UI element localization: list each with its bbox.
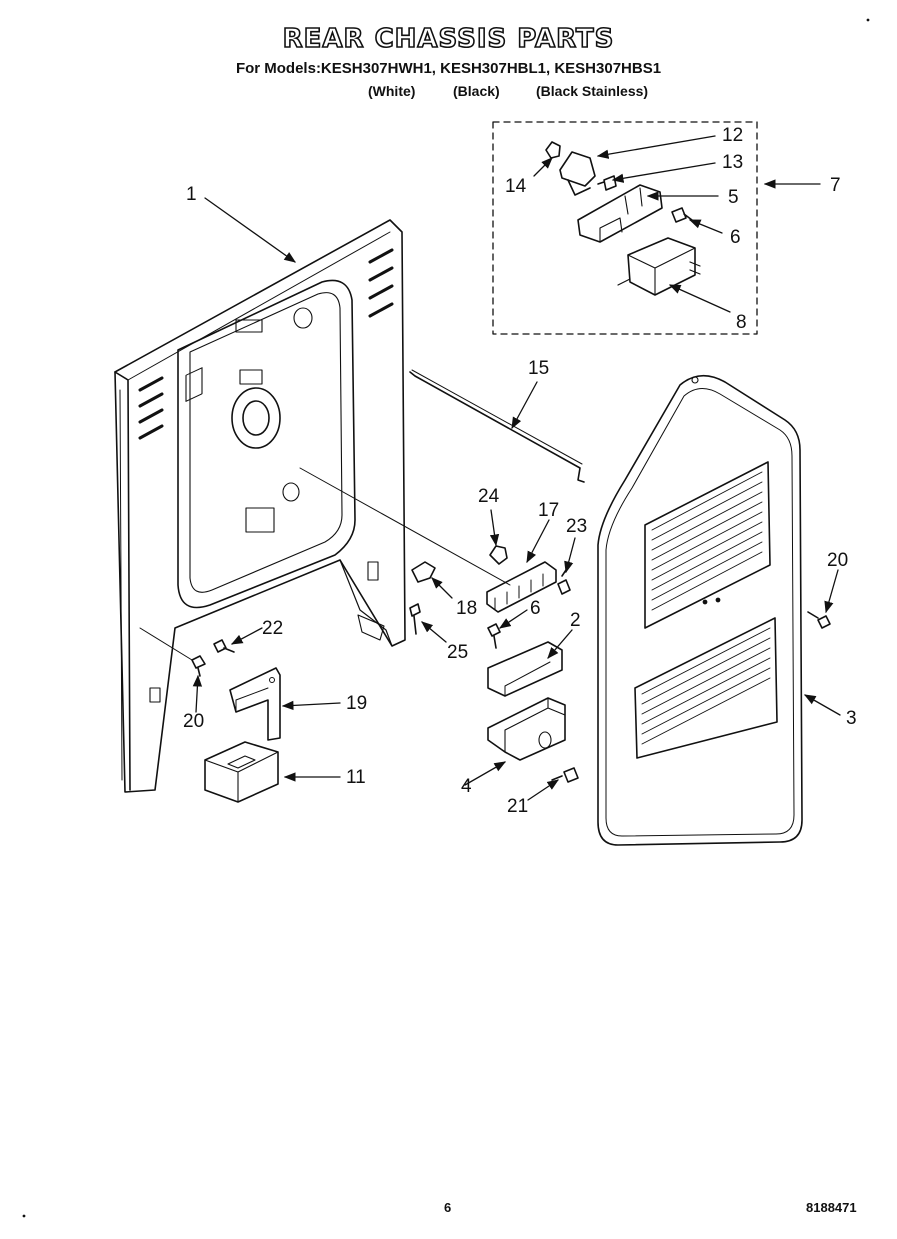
callout-22: 22 (262, 618, 283, 639)
callout-labels: 1 12 13 14 5 6 7 8 15 24 17 23 18 25 6 2… (183, 125, 857, 817)
rear-cover-panel (597, 374, 803, 846)
part-24-nut (489, 545, 508, 565)
callout-21: 21 (507, 796, 528, 817)
part-8-switch (617, 237, 701, 296)
part-5-mounting-bracket (577, 184, 663, 243)
callout-5: 5 (728, 187, 739, 208)
part-6-screw-upper (671, 207, 693, 223)
callout-12: 12 (722, 125, 743, 146)
callout-3: 3 (846, 708, 857, 729)
color-label-white: (White) (368, 83, 416, 99)
callout-8: 8 (736, 312, 747, 333)
callout-6-upper: 6 (730, 227, 741, 248)
callout-25: 25 (447, 642, 468, 663)
document-number: 8188471 (806, 1200, 857, 1215)
callout-23: 23 (566, 516, 587, 537)
callout-19: 19 (346, 693, 367, 714)
callout-1: 1 (186, 184, 197, 205)
part-17-terminal-block (486, 561, 557, 613)
part-12-bracket (559, 151, 596, 196)
part-6-screw-lower (487, 623, 501, 649)
callout-15: 15 (528, 358, 549, 379)
part-20-screw-left (191, 655, 206, 677)
color-label-black-stainless: (Black Stainless) (536, 83, 649, 99)
callout-2: 2 (570, 610, 581, 631)
part-11-module (204, 741, 279, 803)
part-23-screw (557, 569, 571, 595)
callout-20-right: 20 (827, 550, 848, 571)
part-18-clip (411, 561, 436, 583)
page-number: 6 (444, 1200, 452, 1215)
part-19-bracket (229, 667, 281, 741)
callout-18: 18 (456, 598, 477, 619)
part-13-screw (597, 175, 617, 191)
part-22-screw (213, 639, 235, 653)
part-20-screw-right (807, 611, 831, 629)
corner-mark-bottom (22, 1214, 26, 1218)
assembly-group-box (492, 121, 758, 335)
callout-7: 7 (830, 175, 841, 196)
callout-4: 4 (461, 776, 472, 797)
callout-17: 17 (538, 500, 559, 521)
page-title: REAR CHASSIS PARTS (282, 23, 615, 55)
rod-part (409, 369, 585, 483)
callout-11: 11 (346, 767, 366, 788)
callout-13: 13 (722, 152, 743, 173)
part-2-shield (487, 641, 563, 697)
part-4-box-bracket (487, 697, 566, 761)
part-21-screw (551, 767, 579, 783)
callout-14: 14 (505, 176, 527, 197)
part-14-nut (545, 141, 561, 159)
corner-mark-top (866, 18, 870, 22)
leader-arrows (192, 135, 841, 801)
part-25-screw (409, 603, 421, 635)
callout-6-lower: 6 (530, 598, 541, 619)
color-label-black: (Black) (453, 83, 500, 99)
leader-part-1-center (299, 467, 511, 586)
callout-20-left: 20 (183, 711, 204, 732)
leader-left-screw-line (139, 627, 193, 661)
callout-24: 24 (478, 486, 500, 507)
models-line: For Models:KESH307HWH1, KESH307HBL1, KES… (235, 60, 662, 77)
rear-chassis-panel (114, 219, 406, 793)
